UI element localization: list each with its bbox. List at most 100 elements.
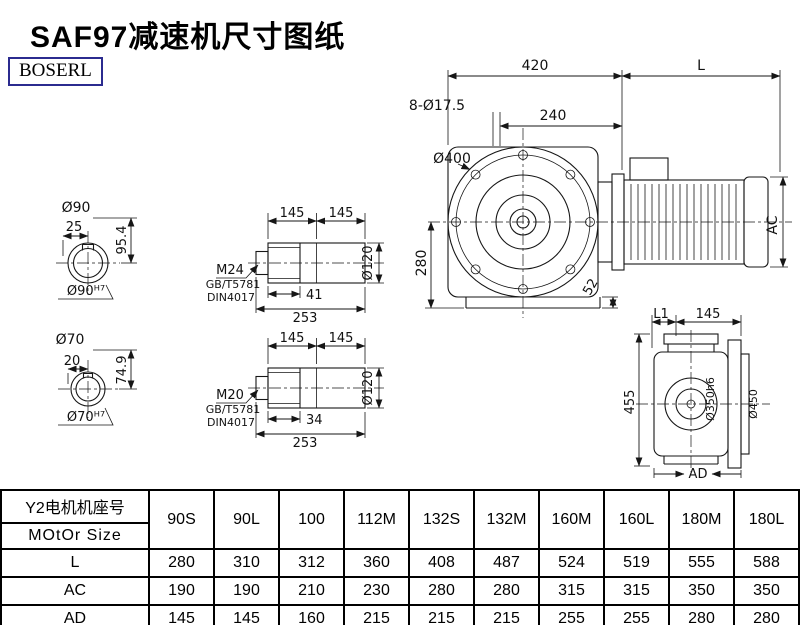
row-label-ac: AC xyxy=(0,576,150,606)
std-gb-m20-label: GB/T5781 xyxy=(206,403,261,416)
table-cell: 160 xyxy=(278,604,345,625)
dim-240-label: 240 xyxy=(540,108,567,124)
dim-l1-label: L1 xyxy=(653,307,669,322)
column-header: 160M xyxy=(538,489,605,550)
dia-70-label: Ø70 xyxy=(56,332,85,348)
dim-keylen-70-label: 20 xyxy=(64,354,81,369)
column-header: 132S xyxy=(408,489,475,550)
table-cell: 280 xyxy=(148,548,215,578)
table-cell: 215 xyxy=(473,604,540,625)
dim-145-side-label: 145 xyxy=(696,307,721,322)
std-gb-m24-label: GB/T5781 xyxy=(206,278,261,291)
dim-41-label: 41 xyxy=(306,288,323,303)
table-cell: 350 xyxy=(733,576,800,606)
bore-90-label: Ø90ᴴ⁷ xyxy=(67,284,105,299)
table-header-cn: Y2电机机座号 xyxy=(2,491,148,524)
dim-d400-label: Ø400 xyxy=(433,151,471,167)
column-header: 132M xyxy=(473,489,540,550)
dim-253-m24-label: 253 xyxy=(293,311,318,326)
shaft-detail-m20: 145 145 Ø120 M20 GB/T5781 DIN4017 34 253 xyxy=(206,331,384,451)
shaft-detail-m24: 145 145 Ø120 M24 GB/T5781 DIN4017 41 253 xyxy=(206,206,384,326)
shaft-end-view-70: Ø70 20 74.9 Ø70ᴴ⁷ xyxy=(56,332,137,426)
table-cell: 215 xyxy=(343,604,410,625)
table-cell: 588 xyxy=(733,548,800,578)
dim-52-label: 52 xyxy=(580,276,601,298)
shaft-end-view-90: 25 Ø90 95.4 Ø90ᴴ⁷ xyxy=(56,200,137,300)
table-cell: 215 xyxy=(408,604,475,625)
dim-455-label: 455 xyxy=(623,390,638,415)
std-din-m20-label: DIN4017 xyxy=(207,416,255,429)
thread-m24-label: M24 xyxy=(216,263,244,278)
table-cell: 350 xyxy=(668,576,735,606)
table-cell: 255 xyxy=(603,604,670,625)
technical-drawing: 25 Ø90 95.4 Ø90ᴴ⁷ Ø70 20 74.9 Ø70ᴴ⁷ xyxy=(56,58,792,482)
table-header-en: MOtOr Size xyxy=(28,527,122,544)
dim-145b-m20-label: 145 xyxy=(329,331,354,346)
column-header: 100 xyxy=(278,489,345,550)
motor xyxy=(597,157,769,271)
page-title: SAF97减速机尺寸图纸 xyxy=(30,21,346,54)
dim-height-90-label: 95.4 xyxy=(115,226,130,255)
dim-ad-label: AD xyxy=(689,467,708,482)
table-cell: 230 xyxy=(343,576,410,606)
column-header: 112M xyxy=(343,489,410,550)
motor-fins xyxy=(630,184,737,260)
table-row-ad: AD 145 145 160 215 215 215 255 255 280 2… xyxy=(0,604,800,625)
table-cell: 360 xyxy=(343,548,410,578)
column-header: 90L xyxy=(213,489,280,550)
dim-145a-m20-label: 145 xyxy=(280,331,305,346)
dim-height-70-label: 74.9 xyxy=(115,356,130,385)
dim-420-label: 420 xyxy=(522,58,549,74)
table-cell: 210 xyxy=(278,576,345,606)
dim-253-m20-label: 253 xyxy=(293,436,318,451)
flange-bolt-holes xyxy=(451,150,595,294)
table-cell: 312 xyxy=(278,548,345,578)
table-cell: 280 xyxy=(473,576,540,606)
table-row-ac: AC 190 190 210 230 280 280 315 315 350 3… xyxy=(0,576,800,606)
bolt-holes-label: 8-Ø17.5 xyxy=(409,98,465,114)
bore-70-label: Ø70ᴴ⁷ xyxy=(67,410,105,425)
table-cell: 408 xyxy=(408,548,475,578)
table-row-l: L 280 310 312 360 408 487 524 519 555 58… xyxy=(0,548,800,578)
table-cell: 519 xyxy=(603,548,670,578)
thread-m20-label: M20 xyxy=(216,388,244,403)
side-view: L1 145 455 Ø350h6 Ø450 AD xyxy=(623,307,770,482)
dim-ac-label: AC xyxy=(765,215,781,234)
table-cell: 524 xyxy=(538,548,605,578)
dim-keylen-90-label: 25 xyxy=(66,220,83,235)
row-label-l: L xyxy=(0,548,150,578)
dim-d450-label: Ø450 xyxy=(747,389,760,419)
column-header: 180M xyxy=(668,489,735,550)
brand-logo: BOSERL xyxy=(8,57,103,86)
dim-145a-m24-label: 145 xyxy=(280,206,305,221)
table-cell: 255 xyxy=(538,604,605,625)
table-cell: 190 xyxy=(148,576,215,606)
row-label-ad: AD xyxy=(0,604,150,625)
dim-l-label: L xyxy=(697,58,705,74)
table-cell: 145 xyxy=(213,604,280,625)
table-cell: 190 xyxy=(213,576,280,606)
front-view: 420 L 8-Ø17.5 240 Ø400 280 52 AC xyxy=(409,58,792,318)
std-din-m24-label: DIN4017 xyxy=(207,291,255,304)
motor-size-table: Y2电机机座号 MOtOr Size 90S 90L 100 112M 132S… xyxy=(0,489,800,625)
column-header: 160L xyxy=(603,489,670,550)
table-cell: 145 xyxy=(148,604,215,625)
column-header: 180L xyxy=(733,489,800,550)
dia-90-label: Ø90 xyxy=(62,200,91,216)
table-cell: 280 xyxy=(668,604,735,625)
dim-d120-m24-label: Ø120 xyxy=(361,245,376,280)
column-header: 90S xyxy=(148,489,215,550)
dim-d350-label: Ø350h6 xyxy=(704,377,717,421)
dim-34-label: 34 xyxy=(306,413,323,428)
table-cell: 555 xyxy=(668,548,735,578)
dim-145b-m24-label: 145 xyxy=(329,206,354,221)
table-header-motor-size: Y2电机机座号 MOtOr Size xyxy=(0,489,150,550)
table-header-row: Y2电机机座号 MOtOr Size 90S 90L 100 112M 132S… xyxy=(0,489,800,550)
dim-280-label: 280 xyxy=(414,250,430,277)
table-cell: 315 xyxy=(603,576,670,606)
table-cell: 310 xyxy=(213,548,280,578)
table-cell: 280 xyxy=(408,576,475,606)
table-cell: 280 xyxy=(733,604,800,625)
dim-d120-m20-label: Ø120 xyxy=(361,370,376,405)
